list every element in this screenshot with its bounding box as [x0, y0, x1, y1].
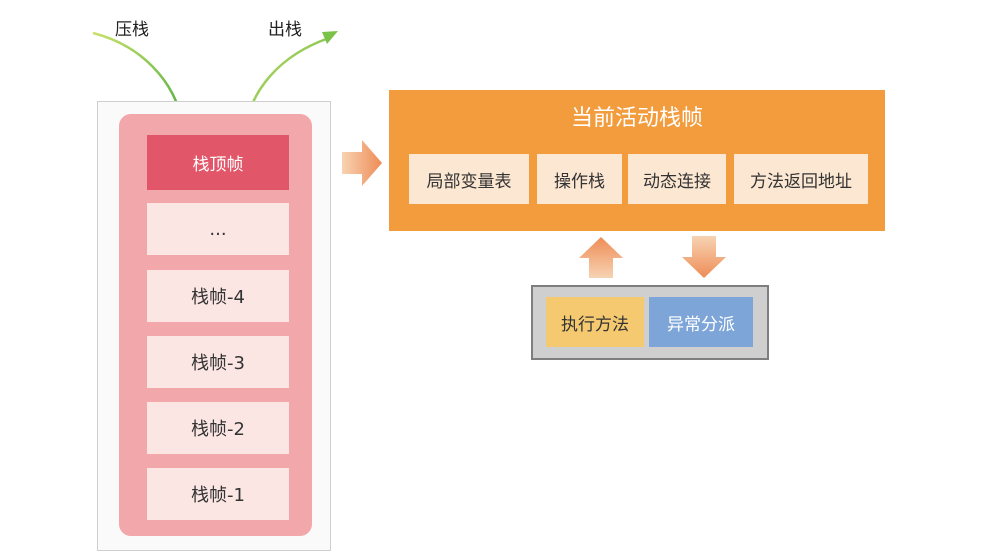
local-variable-table: 局部变量表 [409, 154, 529, 204]
stack-ellipsis-frame: ... [147, 203, 289, 255]
stack-frame-4: 栈帧-4 [147, 270, 289, 322]
exception-dispatch: 异常分派 [649, 297, 753, 347]
stack-frame-3: 栈帧-3 [147, 336, 289, 388]
return-address: 方法返回地址 [734, 154, 868, 204]
current-frame-title: 当前活动栈帧 [570, 106, 703, 131]
down-arrow [682, 236, 726, 278]
stack-frame-1: 栈帧-1 [147, 468, 289, 520]
pop-arrowhead [322, 31, 338, 44]
push-label: 压栈 [115, 20, 149, 40]
operand-stack: 操作栈 [537, 154, 622, 204]
stack-top-frame: 栈顶帧 [147, 135, 289, 190]
dynamic-linking: 动态连接 [628, 154, 726, 204]
stack-frame-2: 栈帧-2 [147, 402, 289, 454]
up-arrow [579, 237, 623, 278]
pop-label: 出栈 [268, 20, 302, 40]
execute-method: 执行方法 [546, 297, 644, 347]
right-arrow [342, 140, 382, 186]
